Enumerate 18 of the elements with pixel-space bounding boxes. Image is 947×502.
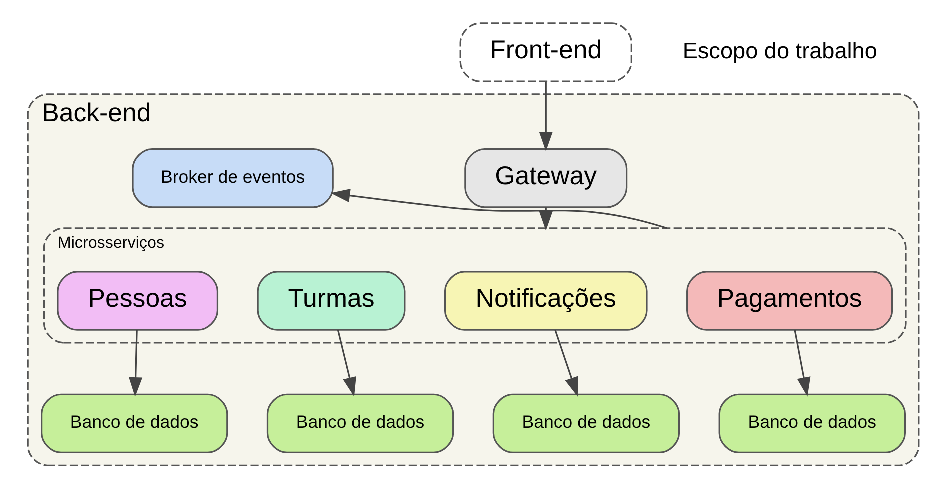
label: Escopo do trabalho (682, 38, 878, 64)
arrow (129, 330, 143, 397)
node-box: Turmas (257, 271, 406, 331)
arrow (337, 330, 356, 397)
arrow (794, 330, 811, 397)
node-box: Pessoas (57, 271, 219, 331)
node-box: Banco de dados (266, 394, 454, 454)
node-box: Notificações (444, 271, 648, 331)
arrow (539, 82, 553, 152)
arrow (554, 330, 578, 397)
node-box: Front-end (460, 22, 632, 82)
node-box: Pagamentos (686, 271, 894, 331)
arrow (330, 189, 668, 230)
node-box: Banco de dados (492, 394, 680, 454)
node-box: Banco de dados (41, 394, 228, 454)
node-box: Gateway (464, 148, 628, 208)
node-box: Broker de eventos (132, 148, 334, 208)
node-box: Banco de dados (718, 394, 906, 454)
